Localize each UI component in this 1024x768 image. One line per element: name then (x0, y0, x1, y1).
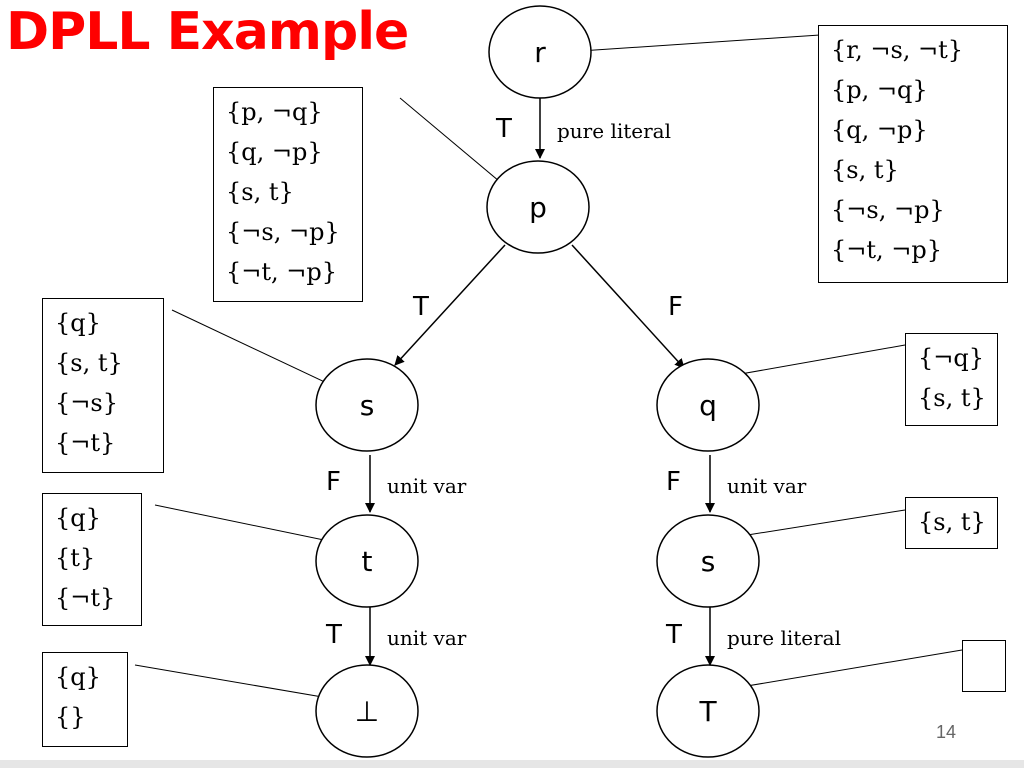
clause: {¬s, ¬p} (226, 218, 340, 246)
edge-note-s-t: unit var (387, 474, 467, 498)
clause: {r, ¬s, ¬t} (831, 36, 964, 64)
node-t (315, 514, 419, 608)
edge-note-r-p: pure literal (557, 119, 671, 143)
node-s-right-label: s (701, 545, 716, 578)
clause: {s, t} (918, 384, 986, 412)
edge-label-q-s: F (666, 467, 681, 497)
edge-label-p-q: F (668, 292, 683, 322)
clause: {} (55, 703, 86, 731)
connector-s-left (171, 309, 349, 394)
node-bottom-label: ⊥ (355, 695, 379, 728)
edge-label-s-t: F (326, 467, 341, 497)
edge-note-s-top: pure literal (727, 626, 841, 650)
clause: {¬t} (55, 429, 116, 457)
clause-box-p: {p, ¬q} {q, ¬p} {s, t} {¬s, ¬p} {¬t, ¬p} (213, 87, 363, 302)
edge-label-t-bottom: T (325, 620, 342, 650)
clause: {¬t} (55, 584, 116, 612)
clause-box-bottom: {q} {} (42, 652, 128, 747)
clause: {¬s, ¬p} (831, 196, 945, 224)
clause: {q} (55, 663, 101, 691)
clause: {¬t, ¬p} (226, 258, 338, 286)
clause: {s, t} (831, 156, 899, 184)
clause: {s, t} (226, 178, 294, 206)
edge-label-r-p: T (495, 114, 512, 144)
node-q (656, 358, 760, 452)
clause: {s, t} (55, 349, 123, 377)
connector-q (734, 344, 906, 376)
clause: {q} (55, 504, 101, 532)
clause: {q} (55, 309, 101, 337)
node-top (656, 664, 760, 758)
clause: {q, ¬p} (831, 116, 928, 144)
node-r-label: r (534, 36, 546, 69)
node-p (486, 160, 590, 254)
clause: {¬s} (55, 389, 118, 417)
clause-box-top-empty (962, 640, 1006, 692)
edge-label-p-s: T (412, 292, 429, 322)
node-s-right (656, 514, 760, 608)
connector-r (564, 34, 821, 53)
clause: {p, ¬q} (831, 76, 928, 104)
node-bottom (315, 664, 419, 758)
node-q-label: q (699, 389, 717, 422)
connector-s-right (734, 509, 906, 538)
clause-box-r: {r, ¬s, ¬t} {p, ¬q} {q, ¬p} {s, t} {¬s, … (818, 25, 1008, 283)
edge-note-t-bottom: unit var (387, 626, 467, 650)
edge-p-s (394, 244, 506, 366)
node-p-label: p (529, 191, 547, 224)
node-s-left (315, 358, 419, 452)
clause: {s, t} (918, 508, 986, 536)
connector-top (734, 649, 963, 689)
clause: {¬q} (918, 344, 985, 372)
node-r (488, 5, 592, 99)
clause-box-q: {¬q} {s, t} (905, 333, 998, 426)
clause: {t} (55, 544, 96, 572)
footer-bar (0, 760, 1024, 768)
connector-t (154, 504, 349, 546)
node-s-left-label: s (360, 389, 375, 422)
node-t-label: t (362, 545, 373, 578)
connector-bottom (134, 664, 341, 701)
clause: {q, ¬p} (226, 138, 323, 166)
clause-box-t: {q} {t} {¬t} (42, 493, 142, 626)
edge-label-s-top: T (665, 620, 682, 650)
node-top-label: T (698, 695, 717, 728)
page-number: 14 (936, 722, 957, 742)
slide-title: DPLL Example (6, 2, 409, 62)
clause-box-s-right: {s, t} (905, 497, 998, 549)
clause: {p, ¬q} (226, 98, 323, 126)
clause-box-s-left: {q} {s, t} {¬s} {¬t} (42, 298, 164, 473)
edge-p-q (571, 244, 685, 369)
edge-note-q-s: unit var (727, 474, 807, 498)
clause: {¬t, ¬p} (831, 236, 943, 264)
